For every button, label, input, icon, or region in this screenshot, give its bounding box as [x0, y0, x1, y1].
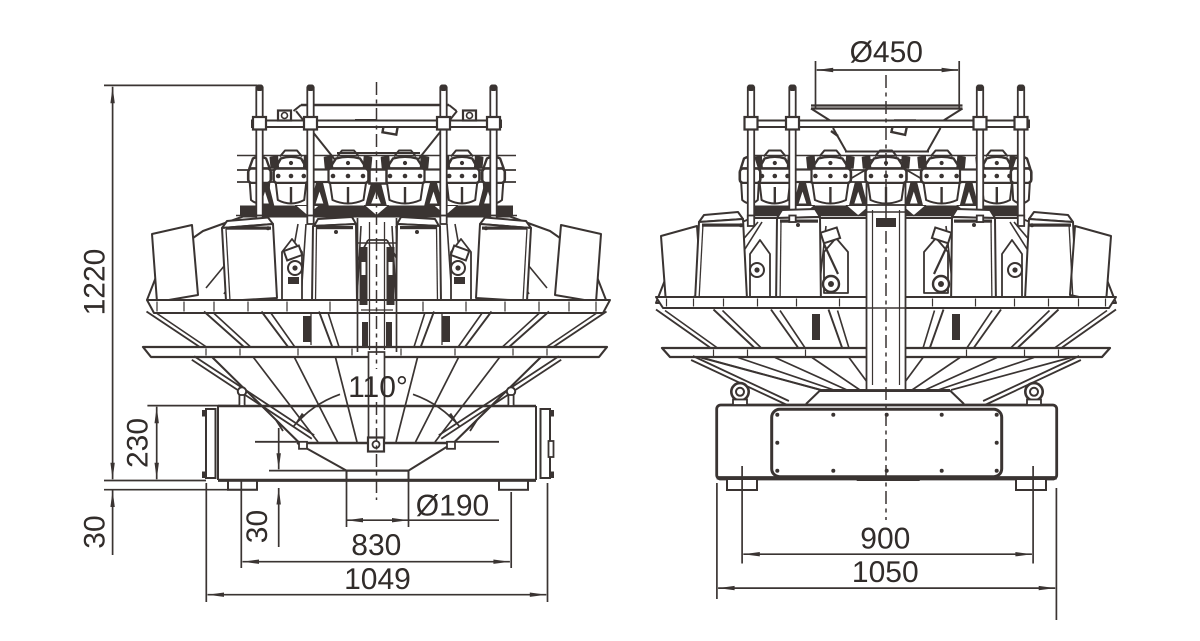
svg-text:1049: 1049	[344, 563, 411, 596]
svg-text:30: 30	[79, 515, 112, 548]
svg-text:110°: 110°	[348, 371, 408, 404]
svg-text:Ø190: Ø190	[416, 489, 489, 522]
svg-text:900: 900	[860, 522, 910, 555]
svg-text:1220: 1220	[78, 249, 111, 316]
svg-text:230: 230	[122, 418, 155, 468]
svg-text:Ø450: Ø450	[850, 36, 923, 69]
svg-text:1050: 1050	[852, 556, 919, 589]
svg-text:830: 830	[351, 529, 401, 562]
svg-text:30: 30	[241, 510, 274, 543]
